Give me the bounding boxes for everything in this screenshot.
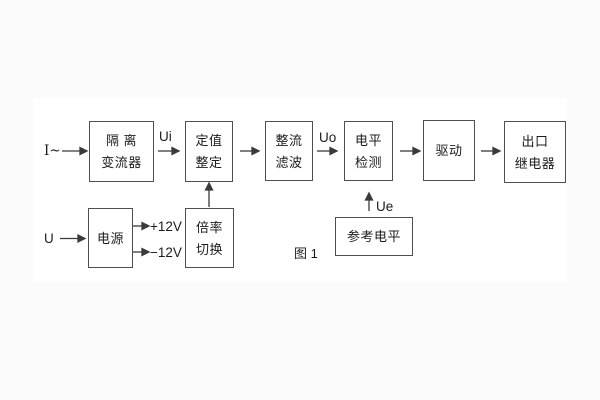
block-power-supply: 电源 bbox=[88, 208, 133, 268]
block-label-line: 电平 bbox=[354, 132, 382, 148]
signal-label-ue: Ue bbox=[376, 199, 394, 214]
signal-label-plus12v: +12V bbox=[150, 219, 182, 234]
block-label-line: 倍率 bbox=[195, 219, 223, 235]
block-label-line: 继电器 bbox=[514, 155, 556, 171]
figure-caption: 图 1 bbox=[294, 246, 318, 261]
block-output-relay: 出口 继电器 bbox=[504, 121, 566, 183]
block-label-line: 驱动 bbox=[435, 143, 463, 158]
block-label-line: 参考电平 bbox=[346, 229, 401, 244]
signal-label-input-current: I~ bbox=[44, 143, 61, 159]
block-isolation-transformer: 隔 离 变流器 bbox=[89, 121, 154, 182]
block-label-line: 整定 bbox=[195, 155, 223, 170]
block-reference-level: 参考电平 bbox=[335, 217, 413, 256]
block-setpoint-adjust: 定值 整定 bbox=[185, 121, 233, 182]
block-level-detect: 电平 检测 bbox=[344, 121, 393, 181]
block-rectifier-filter: 整流 滤波 bbox=[265, 121, 313, 181]
block-label-line: 出口 bbox=[521, 133, 549, 149]
block-label-line: 切换 bbox=[195, 241, 223, 257]
block-label-line: 电源 bbox=[96, 230, 124, 246]
block-label-line: 隔 离 bbox=[105, 133, 138, 148]
block-label-line: 定值 bbox=[195, 133, 223, 148]
block-label-line: 变流器 bbox=[101, 155, 142, 170]
signal-label-minus12v: −12V bbox=[150, 245, 182, 260]
block-drive: 驱动 bbox=[423, 120, 475, 181]
block-label-line: 检测 bbox=[354, 154, 382, 170]
block-label-line: 整流 bbox=[275, 132, 303, 148]
block-label-line: 滤波 bbox=[275, 154, 303, 170]
signal-label-input-voltage: U bbox=[44, 231, 54, 246]
signal-label-uo: Uo bbox=[319, 130, 337, 145]
block-ratio-switch: 倍率 切换 bbox=[185, 208, 234, 268]
signal-label-ui: Ui bbox=[159, 129, 172, 144]
